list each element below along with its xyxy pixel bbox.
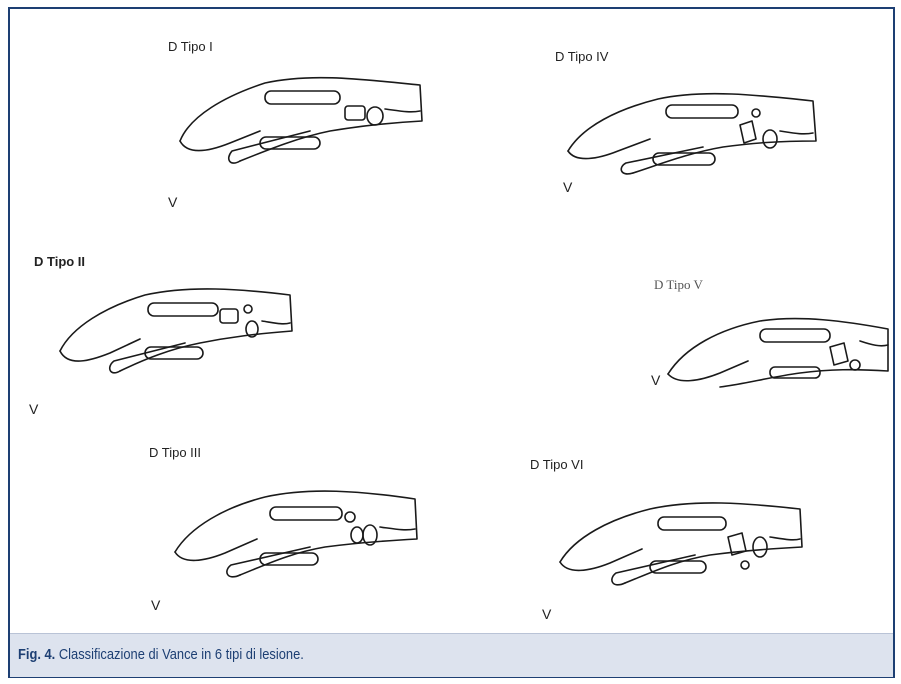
figure-caption-text: Classificazione di Vance in 6 tipi di le… [59, 646, 304, 663]
hand-diagram-tipo-2 [50, 279, 310, 379]
volar-label-tipo-5: V [651, 372, 660, 388]
caption-bar: Fig. 4. Classificazione di Vance in 6 ti… [10, 633, 893, 677]
volar-label-tipo-4: V [563, 179, 572, 195]
volar-label-tipo-3: V [151, 597, 160, 613]
panel-label-tipo-6: D Tipo VI [530, 457, 583, 472]
hand-diagram-tipo-1 [170, 71, 430, 171]
figure-number: Fig. 4. [18, 646, 55, 663]
volar-label-tipo-6: V [542, 606, 551, 622]
panel-label-tipo-3: D Tipo III [149, 445, 201, 460]
hand-diagram-tipo-6 [550, 487, 810, 597]
volar-label-tipo-2: V [29, 401, 38, 417]
hand-diagram-tipo-3 [165, 477, 425, 587]
figure-caption: Fig. 4. Classificazione di Vance in 6 ti… [18, 646, 304, 663]
volar-label-tipo-1: V [168, 194, 177, 210]
hand-diagram-tipo-5 [660, 299, 890, 399]
panel-label-tipo-1: D Tipo I [168, 39, 213, 54]
panel-label-tipo-5: D Tipo V [654, 277, 703, 293]
panel-label-tipo-4: D Tipo IV [555, 49, 608, 64]
figure-body: D Tipo I V D Tipo IV [10, 9, 893, 633]
hand-diagram-tipo-4 [558, 81, 818, 181]
figure-frame: D Tipo I V D Tipo IV [8, 7, 895, 678]
panel-label-tipo-2: D Tipo II [34, 254, 85, 269]
